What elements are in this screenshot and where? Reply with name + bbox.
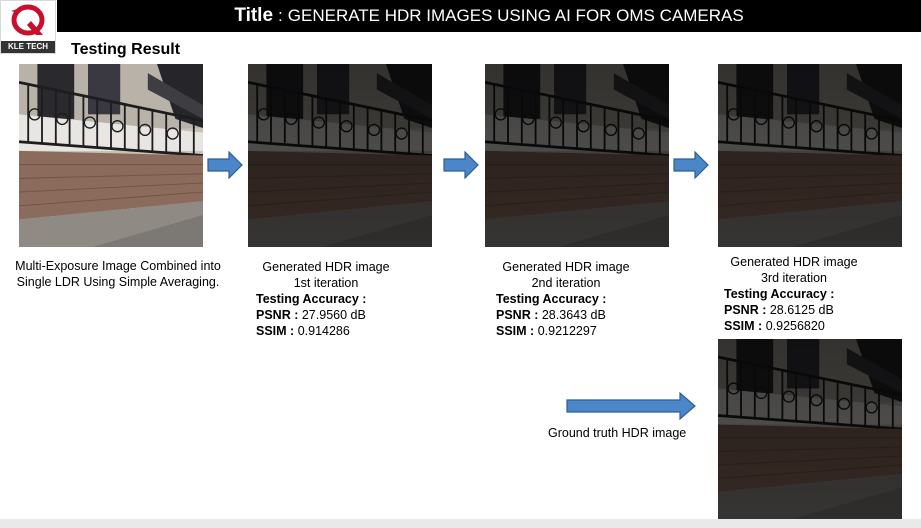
iteration-2-line1: Generated HDR image — [502, 260, 630, 274]
logo-mark-icon — [11, 4, 45, 36]
kle-tech-logo-icon: KLE TECH — [0, 0, 56, 54]
input-caption: Multi-Exposure Image Combined into Singl… — [4, 258, 232, 290]
title-bar: Title : GENERATE HDR IMAGES USING AI FOR… — [57, 0, 921, 32]
right-arrow-icon — [566, 392, 696, 420]
iteration-2-psnr-label: PSNR : — [496, 308, 539, 322]
hdr-iteration-1-image — [248, 64, 432, 247]
logo-text: KLE TECH — [1, 41, 55, 53]
iteration-2-psnr-value: 28.3643 dB — [541, 308, 606, 322]
iteration-2-ssim-value: 0.9212297 — [537, 324, 597, 338]
footer-bar — [0, 519, 921, 528]
iteration-3-accuracy-label: Testing Accuracy : — [724, 287, 835, 301]
iteration-3-ssim-label: SSIM : — [724, 319, 763, 333]
ground-truth-caption: Ground truth HDR image — [548, 426, 687, 440]
title-label: Title — [234, 5, 274, 26]
right-arrow-icon — [443, 151, 479, 179]
iteration-1-accuracy-label: Testing Accuracy : — [256, 292, 367, 306]
iteration-1-psnr-label: PSNR : — [256, 308, 299, 322]
iteration-3-line1: Generated HDR image — [730, 255, 858, 269]
hdr-iteration-3-image — [718, 64, 902, 247]
iteration-3-psnr-value: 28.6125 dB — [769, 303, 834, 317]
iteration-2-ssim-label: SSIM : — [496, 324, 535, 338]
ground-truth-hdr-image — [718, 339, 902, 519]
title-text: GENERATE HDR IMAGES USING AI FOR OMS CAM… — [287, 6, 744, 25]
iteration-3-psnr-label: PSNR : — [724, 303, 767, 317]
right-arrow-icon — [207, 151, 243, 179]
iteration-1-caption: Generated HDR image 1st iteration Testin… — [256, 259, 396, 339]
iteration-3-caption: Generated HDR image 3rd iteration Testin… — [724, 254, 864, 334]
iteration-1-ssim-value: 0.914286 — [297, 324, 350, 338]
iteration-2-line2: 2nd iteration — [531, 276, 601, 290]
section-title: Testing Result — [71, 41, 181, 58]
iteration-2-accuracy-label: Testing Accuracy : — [496, 292, 607, 306]
input-ldr-image — [19, 64, 203, 247]
iteration-1-psnr-value: 27.9560 dB — [301, 308, 366, 322]
right-arrow-icon — [673, 151, 709, 179]
hdr-iteration-2-image — [485, 64, 669, 247]
input-caption-line1: Multi-Exposure Image Combined into — [15, 259, 221, 273]
iteration-2-caption: Generated HDR image 2nd iteration Testin… — [496, 259, 636, 339]
iteration-1-ssim-label: SSIM : — [256, 324, 295, 338]
input-caption-line2: Single LDR Using Simple Averaging. — [16, 275, 220, 289]
iteration-1-line2: 1st iteration — [293, 276, 359, 290]
iteration-3-line2: 3rd iteration — [760, 271, 827, 285]
iteration-1-line1: Generated HDR image — [262, 260, 390, 274]
title-colon: : — [278, 6, 283, 25]
iteration-3-ssim-value: 0.9256820 — [765, 319, 825, 333]
